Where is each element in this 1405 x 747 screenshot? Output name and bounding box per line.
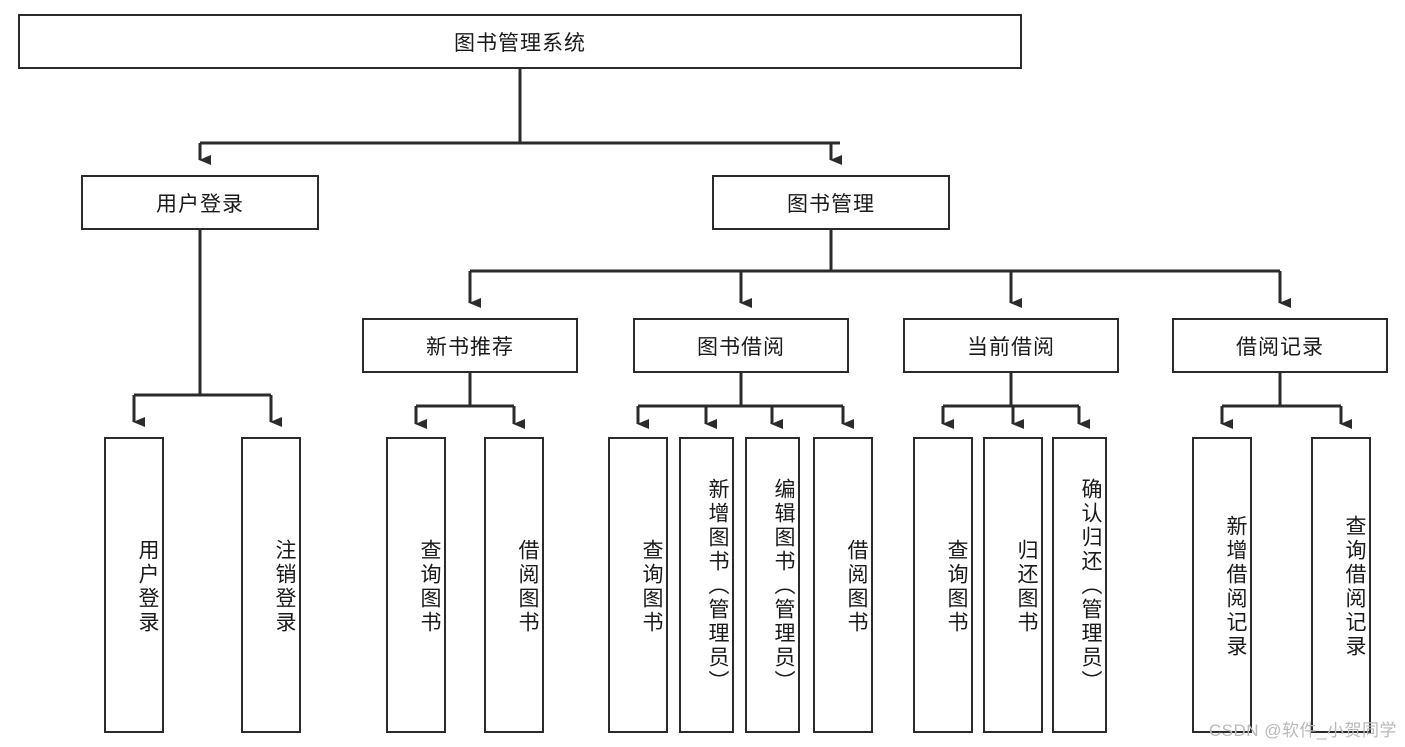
node-leaf-return-book-label: 归还图书 — [1015, 539, 1038, 635]
node-book-borrow-label: 图书借阅 — [697, 335, 785, 359]
node-leaf-query-book-current-label: 查询图书 — [945, 539, 968, 635]
node-borrow-record-label: 借阅记录 — [1236, 335, 1324, 359]
node-leaf-query-book-borrow-label: 查询图书 — [640, 539, 663, 635]
node-leaf-confirm-return[interactable]: 确认归还（管理员） — [1052, 437, 1107, 733]
node-leaf-query-borrow-record-label: 查询借阅记录 — [1343, 515, 1366, 659]
edge-root-to-level2 — [198, 69, 842, 165]
edge-borrow-record-to-leaves — [1220, 373, 1352, 429]
node-book-manage[interactable]: 图书管理 — [712, 175, 950, 230]
node-book-borrow[interactable]: 图书借阅 — [633, 318, 849, 373]
node-leaf-add-borrow-record[interactable]: 新增借阅记录 — [1192, 437, 1252, 733]
node-leaf-edit-book-label: 编辑图书（管理员） — [772, 478, 795, 694]
edge-user-login-to-leaves — [132, 230, 282, 427]
node-current-borrow-label: 当前借阅 — [967, 335, 1055, 359]
edge-book-manage-to-level3 — [468, 230, 1291, 308]
node-leaf-user-login-label: 用户登录 — [136, 539, 159, 635]
node-leaf-query-book-recommend-label: 查询图书 — [418, 539, 441, 635]
node-leaf-borrow-book-recommend[interactable]: 借阅图书 — [484, 437, 544, 733]
node-new-book-recommend[interactable]: 新书推荐 — [362, 318, 578, 373]
node-leaf-borrow-book-label: 借阅图书 — [845, 539, 868, 635]
node-leaf-user-logout[interactable]: 注销登录 — [241, 437, 301, 733]
node-leaf-add-book-label: 新增图书（管理员） — [706, 478, 729, 694]
node-leaf-borrow-book[interactable]: 借阅图书 — [813, 437, 873, 733]
node-leaf-query-book-borrow[interactable]: 查询图书 — [608, 437, 668, 733]
node-new-book-recommend-label: 新书推荐 — [426, 335, 514, 359]
node-leaf-query-borrow-record[interactable]: 查询借阅记录 — [1311, 437, 1371, 733]
node-current-borrow[interactable]: 当前借阅 — [903, 318, 1119, 373]
node-user-login-label: 用户登录 — [156, 192, 244, 216]
node-leaf-return-book[interactable]: 归还图书 — [983, 437, 1043, 733]
node-user-login[interactable]: 用户登录 — [81, 175, 319, 230]
csdn-watermark: CSDN @软件_小贺同学 — [1208, 721, 1397, 740]
node-leaf-borrow-book-recommend-label: 借阅图书 — [516, 539, 539, 635]
edge-current-borrow-to-leaves — [941, 373, 1090, 429]
node-leaf-query-book-current[interactable]: 查询图书 — [913, 437, 973, 733]
node-leaf-user-login[interactable]: 用户登录 — [104, 437, 164, 733]
edge-new-book-recommend-to-leaves — [414, 373, 525, 429]
node-book-manage-label: 图书管理 — [787, 192, 875, 216]
node-leaf-user-logout-label: 注销登录 — [273, 539, 296, 635]
node-leaf-edit-book[interactable]: 编辑图书（管理员） — [745, 437, 800, 733]
node-root-label: 图书管理系统 — [454, 31, 586, 55]
node-leaf-add-borrow-record-label: 新增借阅记录 — [1224, 515, 1247, 659]
node-leaf-add-book[interactable]: 新增图书（管理员） — [679, 437, 734, 733]
edge-book-borrow-to-leaves — [636, 373, 854, 429]
node-leaf-query-book-recommend[interactable]: 查询图书 — [386, 437, 446, 733]
node-borrow-record[interactable]: 借阅记录 — [1172, 318, 1388, 373]
node-root[interactable]: 图书管理系统 — [18, 14, 1022, 69]
node-leaf-confirm-return-label: 确认归还（管理员） — [1079, 478, 1102, 694]
